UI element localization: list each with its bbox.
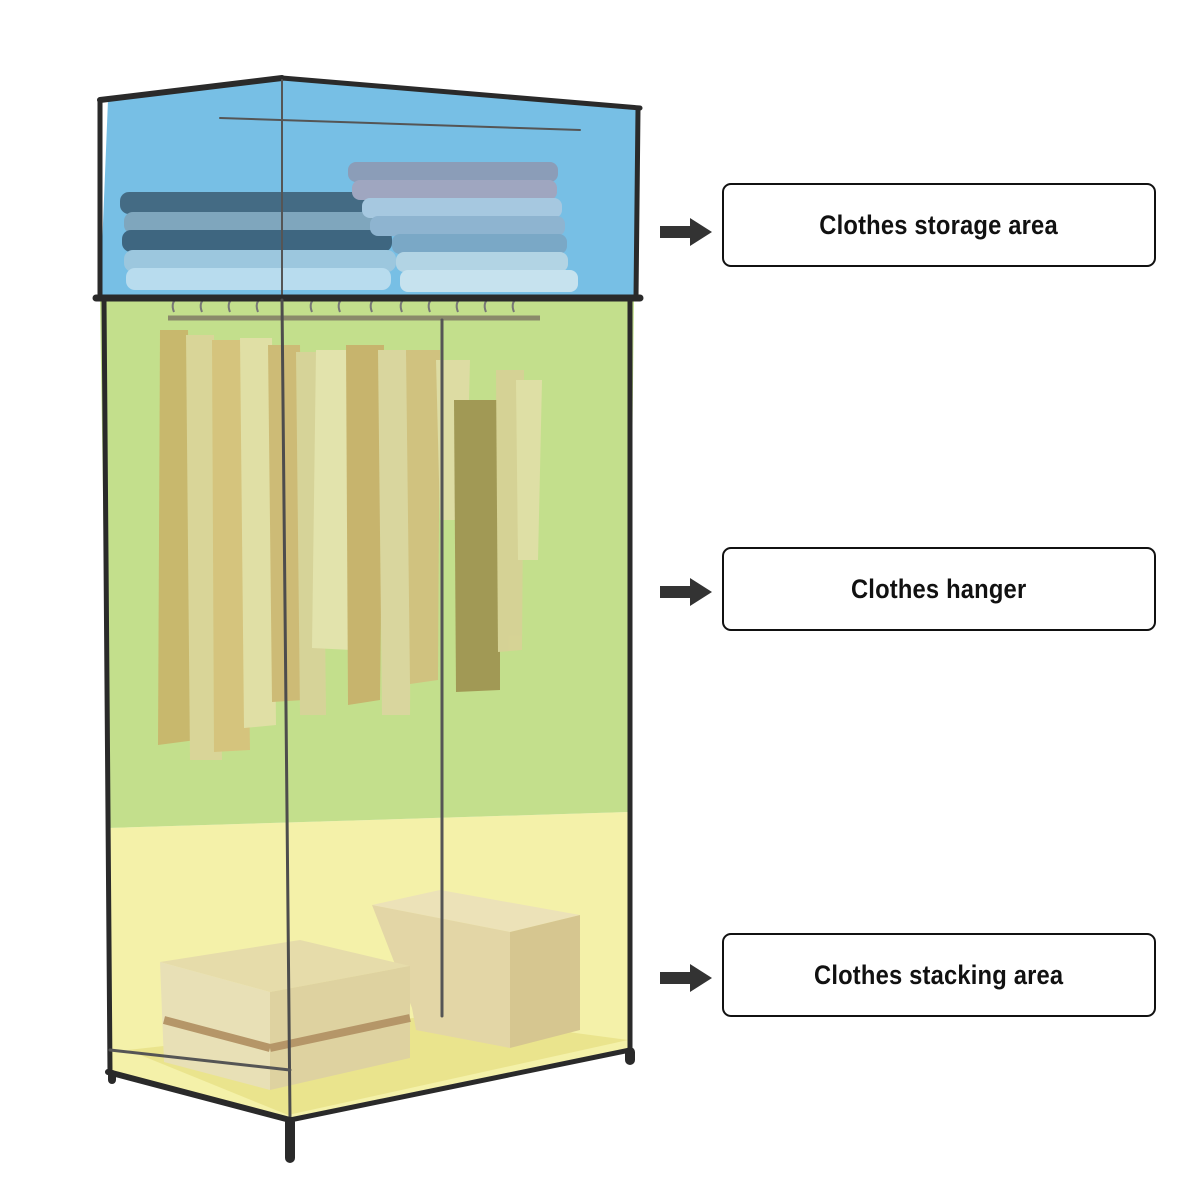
callout-stacking-area: Clothes stacking area	[722, 933, 1156, 1017]
right-arrow-icon	[660, 578, 712, 606]
callout-label: Clothes stacking area	[814, 959, 1064, 990]
callout-label: Clothes hanger	[851, 573, 1027, 604]
callout-label: Clothes storage area	[819, 209, 1059, 240]
hanging-clothes	[158, 330, 542, 760]
right-arrow-icon	[660, 218, 712, 246]
callout-clothes-hanger: Clothes hanger	[722, 547, 1156, 631]
folded-clothes-left	[120, 192, 396, 290]
folded-clothes-right	[348, 162, 578, 292]
right-arrow-icon	[660, 964, 712, 992]
wardrobe-frame	[92, 75, 644, 1163]
callout-storage-area: Clothes storage area	[722, 183, 1156, 267]
